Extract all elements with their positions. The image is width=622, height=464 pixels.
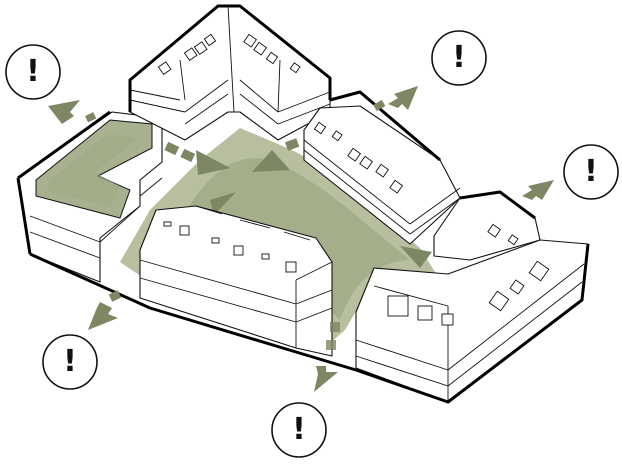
- warning-circle-sw: [42, 334, 98, 390]
- warning-circle-e: [563, 144, 619, 200]
- building-south-east-corner: [355, 239, 589, 403]
- warning-circle-nw: [5, 44, 61, 100]
- arrow-e: [522, 180, 554, 200]
- warning-icon-ne: !: [452, 40, 466, 75]
- arrow-sw: [88, 302, 118, 330]
- warning-circle-s: [271, 402, 327, 458]
- arrow-ne: [388, 86, 418, 110]
- warning-icon-s: !: [292, 412, 306, 447]
- arrow-nw: [48, 100, 80, 124]
- courtyard-arrows: [164, 138, 432, 268]
- warning-circle-ne: [431, 30, 487, 86]
- building-north-east-row: [303, 90, 461, 245]
- arrow-s: [314, 366, 338, 392]
- outward-arrows: [48, 86, 554, 392]
- building-south-center: [139, 205, 333, 357]
- warning-icon-sw: !: [63, 344, 77, 379]
- warning-icon-e: !: [584, 154, 598, 189]
- building-east: [433, 191, 541, 261]
- warning-markers: [5, 30, 619, 458]
- warning-icon-nw: !: [26, 54, 40, 89]
